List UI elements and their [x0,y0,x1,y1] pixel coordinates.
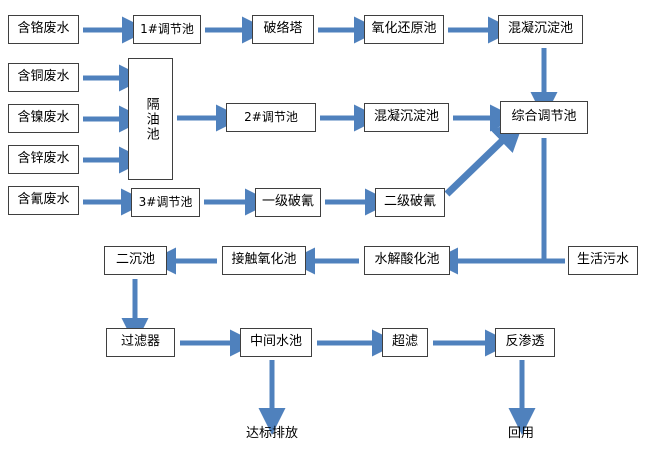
node-hydrolysis-acidification-tank[interactable]: 水解酸化池 [364,246,450,275]
node-reverse-osmosis[interactable]: 反渗透 [495,328,555,357]
node-ultrafiltration[interactable]: 超滤 [382,328,428,357]
node-oil-separator-tank[interactable]: 隔油池 [128,58,173,180]
node-cyanide-breaking-stage-1[interactable]: 一级破氰 [255,188,321,217]
label-reuse: 回用 [508,426,535,441]
node-cu-wastewater[interactable]: 含铜废水 [8,63,79,92]
node-ni-wastewater[interactable]: 含镍废水 [8,104,79,133]
node-coagulation-sedimentation-tank-top[interactable]: 混凝沉淀池 [498,15,583,44]
node-comprehensive-regulating-tank[interactable]: 综合调节池 [500,101,588,134]
node-cn-wastewater[interactable]: 含氰废水 [8,186,79,215]
node-regulating-tank-2[interactable]: 2#调节池 [226,103,316,132]
node-domestic-sewage[interactable]: 生活污水 [568,246,638,275]
node-decomplexing-tower[interactable]: 破络塔 [252,15,314,44]
node-cr-wastewater[interactable]: 含铬废水 [8,15,79,44]
node-coagulation-sedimentation-tank-mid[interactable]: 混凝沉淀池 [364,103,449,132]
node-contact-oxidation-tank[interactable]: 接触氧化池 [222,246,306,275]
node-cyanide-breaking-stage-2[interactable]: 二级破氰 [375,188,445,217]
node-zn-wastewater[interactable]: 含锌废水 [8,145,79,174]
node-redox-tank[interactable]: 氧化还原池 [364,15,444,44]
node-regulating-tank-3[interactable]: 3#调节池 [131,188,200,217]
node-secondary-sedimentation-tank[interactable]: 二沉池 [104,246,167,275]
node-filter[interactable]: 过滤器 [106,328,175,357]
node-regulating-tank-1[interactable]: 1#调节池 [133,15,201,44]
label-compliant-discharge: 达标排放 [246,426,299,441]
node-intermediate-water-pool[interactable]: 中间水池 [240,328,312,357]
